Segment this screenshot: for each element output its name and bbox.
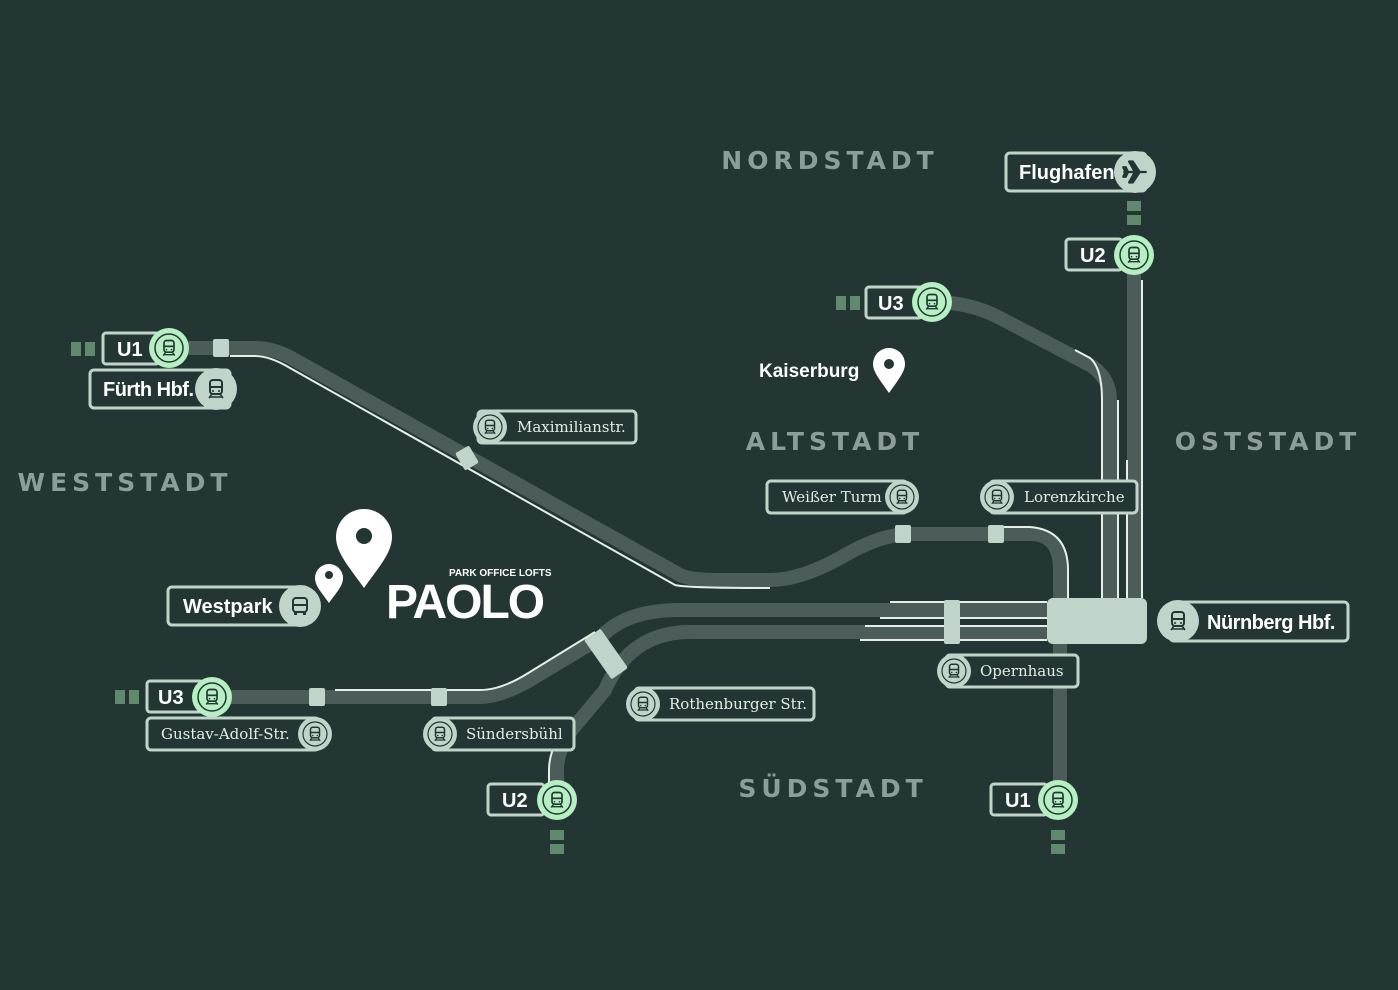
station-label: Weißer Turm	[782, 488, 882, 506]
line-label: U3	[878, 293, 904, 315]
station-label: Opernhaus	[980, 662, 1064, 680]
line-badge-u2-south[interactable]: U2	[486, 780, 577, 820]
line-badge-u1-south[interactable]: U1	[989, 780, 1078, 820]
station-label: Sündersbühl	[466, 725, 563, 743]
district-oststadt: OSTSTADT	[1175, 427, 1362, 456]
map-pin-icon	[336, 509, 392, 588]
line-label: U1	[117, 339, 143, 361]
track-north	[931, 255, 1143, 598]
line-badge-u3-north[interactable]: U3	[864, 282, 952, 322]
line-badge-u2-north[interactable]: U2	[1064, 235, 1154, 275]
logo-tagline: PARK OFFICE LOFTS	[449, 568, 552, 579]
line-label: U1	[1005, 790, 1031, 812]
station-label: Lorenzkirche	[1024, 488, 1125, 506]
line-badge-u1-west[interactable]: U1	[101, 328, 189, 368]
station-lorenzkirche[interactable]: Lorenzkirche	[980, 479, 1139, 515]
station-gustav-adolf-str[interactable]: Gustav-Adolf-Str.	[145, 716, 332, 752]
district-suedstadt: SÜDSTADT	[738, 773, 927, 803]
station-rothenburger-str[interactable]: Rothenburger Str.	[626, 686, 816, 722]
map-pin-small-icon	[315, 564, 343, 603]
map-pin-icon	[873, 348, 905, 393]
line-badge-u3-west[interactable]: U3	[145, 677, 232, 717]
logo-name: PAOLO	[386, 576, 544, 629]
station-label: Rothenburger Str.	[669, 695, 807, 713]
hub-flughafen-label: Flughafen	[1019, 162, 1115, 184]
hub-westpark-label: Westpark	[183, 596, 274, 618]
line-label: U2	[502, 790, 528, 812]
line-label: U2	[1080, 245, 1106, 267]
station-maximilianstr[interactable]: Maximilianstr.	[473, 409, 638, 445]
station-label: Gustav-Adolf-Str.	[161, 725, 290, 743]
stop-markers	[213, 339, 1147, 706]
station-suendersbuehl[interactable]: Sündersbühl	[423, 716, 576, 752]
district-weststadt: WESTSTADT	[18, 468, 233, 497]
station-opernhaus[interactable]: Opernhaus	[937, 653, 1080, 689]
hub-westpark[interactable]: Westpark	[166, 585, 321, 627]
hub-fuerth-label: Fürth Hbf.	[103, 379, 194, 401]
district-nordstadt: NORDSTADT	[721, 146, 938, 175]
landmark-label: Kaiserburg	[759, 361, 859, 382]
hub-flughafen[interactable]: Flughafen	[1004, 151, 1156, 193]
station-label: Maximilianstr.	[517, 418, 626, 436]
hbf-hub-block	[1047, 598, 1147, 644]
track-u1	[185, 341, 1069, 800]
hub-nuernberg-label: Nürnberg Hbf.	[1207, 612, 1335, 634]
hub-nuernberg[interactable]: Nürnberg Hbf.	[1157, 600, 1350, 643]
landmark-kaiserburg[interactable]: Kaiserburg	[759, 348, 905, 393]
paolo-logo: PARK OFFICE LOFTS PAOLO	[315, 509, 552, 629]
station-weisser-turm[interactable]: Weißer Turm	[765, 479, 919, 515]
line-continuation-stubs	[71, 201, 1141, 854]
line-label: U3	[158, 687, 184, 709]
district-altstadt: ALTSTADT	[746, 427, 924, 456]
hub-fuerth[interactable]: Fürth Hbf.	[88, 368, 237, 410]
